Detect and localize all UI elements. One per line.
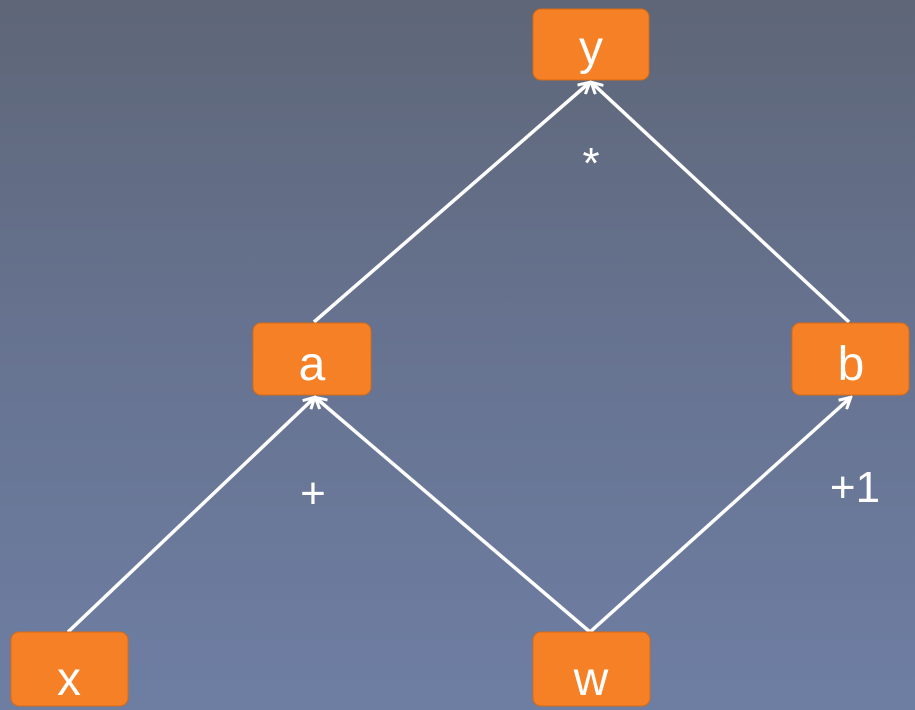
node-x: x — [10, 631, 129, 707]
node-a-label: a — [299, 338, 326, 391]
node-b-label: b — [838, 338, 865, 391]
edge-a-to-y — [312, 83, 589, 324]
edge-w-to-b — [588, 398, 850, 634]
multiply-operator-label: * — [582, 139, 599, 188]
node-x-label: x — [57, 653, 81, 706]
node-w-label: w — [573, 653, 609, 706]
edge-w-to-a — [316, 398, 592, 634]
node-b-box — [791, 322, 910, 396]
node-w: w — [532, 631, 651, 707]
edge-b-to-y — [592, 83, 851, 324]
edge-x-to-a — [66, 398, 314, 634]
node-a: a — [252, 322, 372, 396]
node-x-box — [10, 631, 129, 707]
node-y-label: y — [579, 22, 603, 75]
node-y: y — [532, 8, 650, 81]
node-a-box — [252, 322, 372, 396]
node-y-box — [532, 8, 650, 81]
edges — [66, 83, 851, 634]
node-w-box — [532, 631, 651, 707]
add-one-operator-label: +1 — [830, 463, 880, 512]
add-operator-label: + — [300, 469, 326, 518]
node-b: b — [791, 322, 910, 396]
